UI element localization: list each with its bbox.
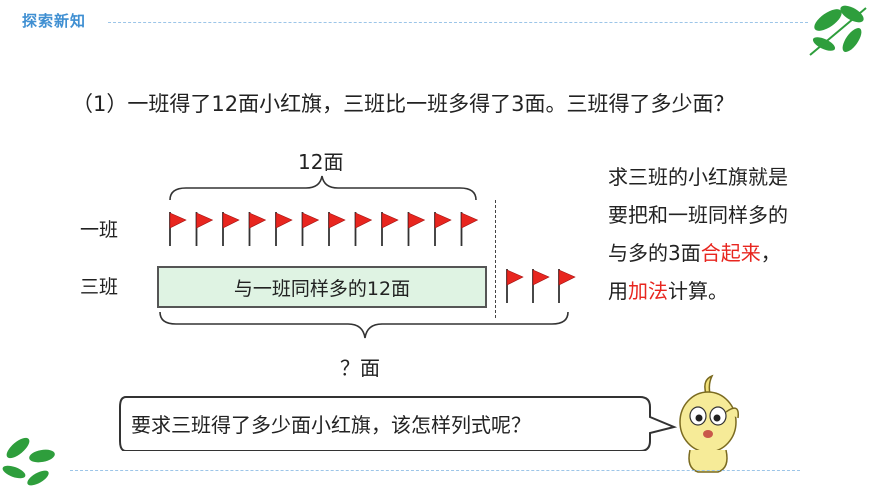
highlight-combine: 合起来 bbox=[700, 241, 761, 265]
row-label-class1: 一班 bbox=[80, 219, 119, 241]
explanation-line1: 求三班的小红旗就是 bbox=[608, 165, 788, 189]
cartoon-character-icon bbox=[679, 374, 739, 473]
flag-icon bbox=[558, 269, 576, 303]
flag-icon bbox=[407, 212, 426, 246]
same-amount-box: 与一班同样多的12面 bbox=[157, 266, 487, 308]
bottom-brace bbox=[159, 311, 569, 339]
explanation-line3-c: ， bbox=[760, 241, 781, 265]
top-brace-label: 12面 bbox=[298, 150, 344, 174]
flag-icon bbox=[506, 269, 524, 303]
explanation-line3: 与多的3面合起来， bbox=[608, 234, 848, 272]
flag-icon bbox=[381, 212, 399, 246]
leaf-decoration-bottom-icon bbox=[2, 437, 55, 486]
explanation-line4: 用加法计算。 bbox=[608, 272, 848, 310]
divider-dashed bbox=[495, 200, 496, 318]
flag-icon bbox=[532, 269, 550, 303]
leaf-decoration-top-icon bbox=[809, 5, 867, 56]
explanation-line4-a: 用 bbox=[608, 279, 628, 303]
flag-icon bbox=[301, 212, 320, 246]
highlight-addition: 加法 bbox=[628, 279, 668, 303]
row-label-class3: 三班 bbox=[80, 276, 119, 298]
section-title: 探索新知 bbox=[22, 12, 87, 30]
explanation-line3-a: 与多的3面 bbox=[608, 241, 701, 265]
flag-icon bbox=[328, 212, 346, 246]
flag-icon bbox=[354, 212, 373, 246]
flag-icon bbox=[195, 212, 214, 246]
flag-icon bbox=[275, 212, 293, 246]
extra-flags bbox=[505, 267, 581, 309]
flag-icon bbox=[460, 212, 479, 246]
bottom-brace-label: ？面 bbox=[340, 356, 380, 380]
speech-bubble bbox=[119, 396, 678, 451]
top-brace bbox=[169, 175, 477, 201]
explanation-line2: 要把和一班同样多的 bbox=[608, 203, 788, 227]
same-amount-text: 与一班同样多的12面 bbox=[233, 277, 411, 300]
class1-flags bbox=[168, 210, 484, 252]
header-divider bbox=[108, 22, 808, 23]
explanation-line4-c: 计算。 bbox=[668, 279, 728, 303]
flag-icon bbox=[434, 212, 452, 246]
explanation-text: 求三班的小红旗就是 要把和一班同样多的 与多的3面合起来， 用加法计算。 bbox=[608, 158, 848, 310]
flag-icon bbox=[169, 212, 187, 246]
flag-icon bbox=[222, 212, 240, 246]
flag-icon bbox=[248, 212, 267, 246]
question-text: （1）一班得了12面小红旗，三班比一班多得了3面。三班得了多少面？ bbox=[72, 92, 735, 116]
footer-divider bbox=[70, 470, 800, 471]
speech-text: 要求三班得了多少面小红旗，该怎样列式呢？ bbox=[131, 413, 531, 437]
